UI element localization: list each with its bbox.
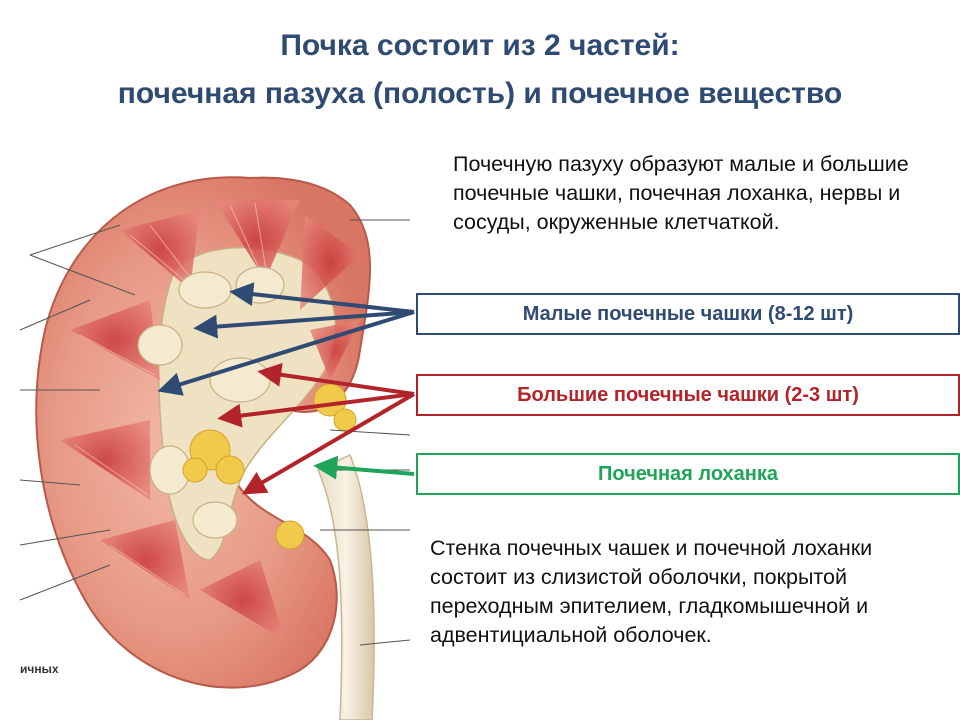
description-top: Почечную пазуху образуют малые и большие… — [453, 152, 909, 234]
pyramid-striations — [74, 202, 267, 596]
title-line-1: Почка состоит из 2 частей: — [280, 29, 680, 62]
renal-pyramids — [60, 200, 360, 640]
corner-caption: ичных — [20, 662, 59, 676]
major-calyces-label: Большие почечные чашки (2-3 шт) — [416, 374, 960, 416]
renal-pelvis-label: Почечная лоханка — [416, 453, 960, 495]
renal-pelvis-arrow — [313, 455, 415, 480]
minor-calyces-arrows — [157, 282, 415, 396]
title-line-2: почечная пазуха (полость) и почечное вещ… — [117, 77, 843, 110]
sinus-fat — [182, 383, 357, 550]
description-bottom: Стенка почечных чашек и почечной лоханки… — [430, 536, 873, 647]
major-calyces-arrows — [217, 362, 416, 495]
minor-calyces-label: Малые почечные чашки (8-12 шт) — [416, 293, 960, 335]
page-title: Почка состоит из 2 частей: почечная пазу… — [0, 22, 960, 118]
